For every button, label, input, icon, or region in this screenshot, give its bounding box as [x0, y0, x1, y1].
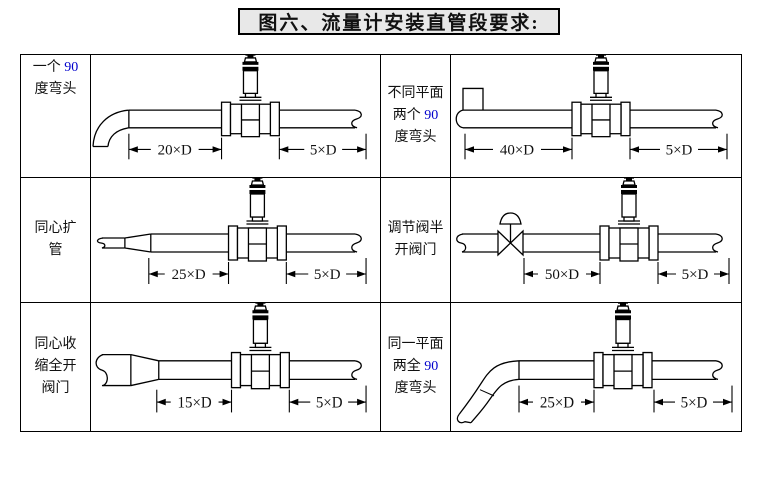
pipe	[128, 109, 362, 129]
downstream-dimension-label: 5×D	[681, 394, 708, 411]
dimension-downstream: 5×D	[629, 133, 728, 160]
diagram-svg: 20×D 5×D	[92, 55, 367, 160]
row-label-text: 同心扩管	[34, 221, 77, 258]
diagram-svg: 40×D 5×D	[455, 55, 728, 160]
row-label-text: 同心收缩全开阀门	[34, 337, 77, 396]
valve-icon	[497, 212, 524, 257]
requirements-table: 一个 90 度弯头	[20, 54, 742, 432]
expander-icon	[96, 233, 152, 253]
flow-meter-icon	[571, 55, 631, 138]
dimension-downstream: 5×D	[285, 258, 367, 284]
row-label-text: 不同平面两个 90 度弯头	[387, 86, 444, 145]
dimension-downstream: 5×D	[657, 258, 730, 284]
upstream-dimension-label: 50×D	[545, 267, 579, 283]
row-label-two-90-elbows-same-plane: 同一平面两全 90 度弯头	[381, 303, 451, 431]
flow-meter-icon	[599, 178, 659, 262]
row-label-concentric-reducer-full-open-valve: 同心收缩全开阀门	[21, 303, 91, 431]
label-number: 90	[424, 359, 439, 375]
upstream-dimension-label: 25×D	[172, 267, 206, 283]
dimension-downstream: 5×D	[288, 385, 367, 413]
dimension-downstream: 5×D	[653, 385, 733, 413]
row-label-one-90-elbow: 一个 90 度弯头	[21, 55, 91, 178]
pipe	[519, 360, 723, 381]
pipe-break-icon	[351, 360, 362, 381]
downstream-dimension-label: 5×D	[314, 267, 341, 283]
row-label-half-open-regulating-valve: 调节阀半开阀门	[381, 178, 451, 303]
pipe-break-icon	[96, 237, 106, 249]
flow-meter-icon	[220, 55, 280, 138]
diagram-svg: 50×D 5×D	[456, 178, 730, 284]
diagram-two-90-elbows-different-planes: 40×D 5×D	[451, 55, 741, 178]
diagram-svg: 15×D 5×D	[95, 303, 367, 413]
elbow-up-icon	[462, 87, 484, 111]
diagram-one-90-elbow: 20×D 5×D	[91, 55, 381, 178]
label-number: 90	[64, 60, 79, 75]
row-label-two-90-elbows-different-planes: 不同平面两个 90 度弯头	[381, 55, 451, 178]
upstream-dimension-label: 40×D	[500, 142, 535, 158]
downstream-dimension-label: 5×D	[666, 142, 693, 158]
pipe-cap-icon	[455, 109, 464, 129]
diagram-svg: 25×D 5×D	[96, 178, 367, 284]
downstream-dimension-label: 5×D	[310, 142, 337, 158]
diagram-concentric-reducer-full-open-valve: 15×D 5×D	[91, 303, 381, 431]
upstream-dimension-label: 20×D	[158, 142, 192, 158]
dimension-upstream: 25×D	[148, 258, 230, 284]
pipe-break-icon	[95, 353, 108, 387]
row-label-text: 一个 90 度弯头	[32, 60, 79, 97]
diagram-two-90-elbows-same-plane: 25×D 5×D	[451, 303, 741, 431]
row-label-text: 同一平面两全 90 度弯头	[387, 337, 444, 396]
pipe	[158, 360, 362, 381]
pipe-break-icon	[712, 360, 723, 381]
upstream-dimension-label: 15×D	[178, 394, 212, 411]
dimension-upstream: 50×D	[523, 258, 601, 284]
dimension-upstream: 40×D	[464, 133, 573, 160]
s-bend-icon	[456, 360, 520, 424]
diagram-half-open-regulating-valve: 50×D 5×D	[451, 178, 741, 303]
pipe	[456, 233, 723, 253]
diagram-concentric-expander: 25×D 5×D	[91, 178, 381, 303]
diagram-svg: 25×D 5×D	[456, 303, 733, 424]
dimension-upstream: 15×D	[156, 389, 233, 413]
figure-title: 图六、流量计安装直管段要求:	[238, 8, 560, 35]
pipe	[455, 109, 723, 129]
dimension-downstream: 5×D	[278, 133, 367, 160]
flow-meter-icon	[227, 178, 287, 262]
pipe-break-icon	[712, 233, 723, 253]
pipe-break-icon	[456, 233, 467, 253]
pipe	[150, 233, 362, 253]
label-number: 90	[424, 108, 439, 124]
dimension-upstream: 25×D	[518, 385, 595, 413]
upstream-dimension-label: 25×D	[540, 394, 574, 411]
row-label-text: 调节阀半开阀门	[387, 221, 444, 258]
elbow-down-icon	[92, 109, 130, 148]
dimension-upstream: 20×D	[128, 133, 223, 160]
flow-meter-icon	[593, 303, 653, 390]
reducer-icon	[95, 353, 160, 387]
downstream-dimension-label: 5×D	[682, 267, 709, 283]
flow-meter-icon	[230, 303, 290, 390]
pipe-break-icon	[351, 233, 362, 253]
pipe-break-icon	[351, 109, 362, 129]
pipe-break-icon	[712, 109, 723, 129]
downstream-dimension-label: 5×D	[316, 394, 343, 411]
row-label-concentric-expander: 同心扩管	[21, 178, 91, 303]
